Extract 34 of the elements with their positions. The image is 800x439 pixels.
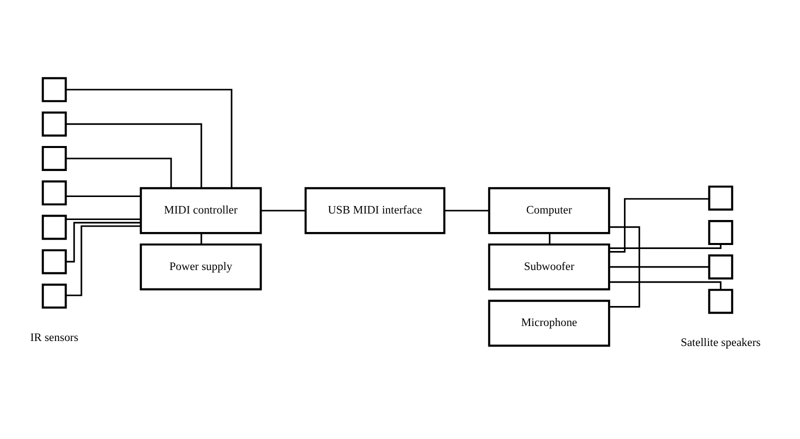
node-box	[42, 76, 67, 102]
node-box: Computer	[488, 186, 610, 234]
node-box	[708, 254, 734, 279]
connector	[444, 209, 490, 211]
connector	[66, 221, 141, 262]
node-box	[42, 111, 67, 136]
node-box: USB MIDI interface	[304, 186, 446, 234]
connector	[609, 198, 709, 252]
node-box: MIDI controller	[140, 186, 262, 234]
connector	[66, 157, 172, 188]
node-box	[708, 220, 734, 245]
node-box	[42, 248, 67, 274]
connector	[609, 280, 722, 289]
connector	[609, 266, 709, 268]
label: Satellite speakers	[680, 336, 761, 348]
connector	[66, 195, 141, 197]
connector	[609, 244, 722, 248]
node-box	[708, 185, 734, 210]
connector	[548, 232, 550, 244]
node-box: Subwoofer	[488, 242, 610, 290]
node-box: Power supply	[140, 242, 262, 290]
node-box	[42, 180, 67, 205]
connector	[66, 88, 232, 188]
connector	[66, 122, 202, 188]
connector	[66, 218, 141, 220]
connector	[200, 232, 202, 244]
node-box: Microphone	[488, 299, 610, 346]
node-box	[42, 283, 67, 308]
node-box	[42, 145, 67, 170]
connector	[609, 226, 640, 308]
node-box	[708, 288, 734, 314]
connector	[261, 209, 306, 211]
node-box	[42, 214, 67, 240]
label: IR sensors	[30, 331, 78, 344]
